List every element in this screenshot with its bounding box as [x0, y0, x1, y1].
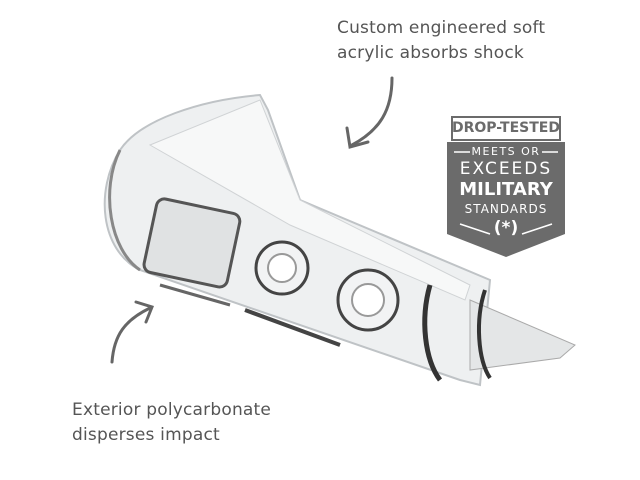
caption-polycarbonate: Exterior polycarbonate disperses impact [72, 398, 271, 448]
badge-line: MEETS OR [471, 145, 541, 158]
badge-line: EXCEEDS [459, 159, 553, 179]
caption-line: Exterior polycarbonate [72, 400, 272, 420]
asterisk-icon: (*) [493, 218, 519, 238]
badge-line: MILITARY [459, 179, 553, 200]
arrow-bottom [110, 306, 152, 364]
drop-tested-badge: DROP-TESTED MEETS OR EXCEEDS MILITARY ST… [446, 116, 566, 258]
caption-line: disperses impact [72, 425, 220, 445]
caption-line: Custom engineered soft [337, 18, 546, 38]
badge-header: DROP-TESTED [451, 120, 560, 136]
badge-line: STANDARDS [464, 202, 548, 216]
caption-line: acrylic absorbs shock [337, 43, 524, 63]
shield-icon [447, 116, 565, 257]
arrow-top [350, 76, 394, 147]
caption-soft-acrylic: Custom engineered soft acrylic absorbs s… [337, 16, 545, 66]
